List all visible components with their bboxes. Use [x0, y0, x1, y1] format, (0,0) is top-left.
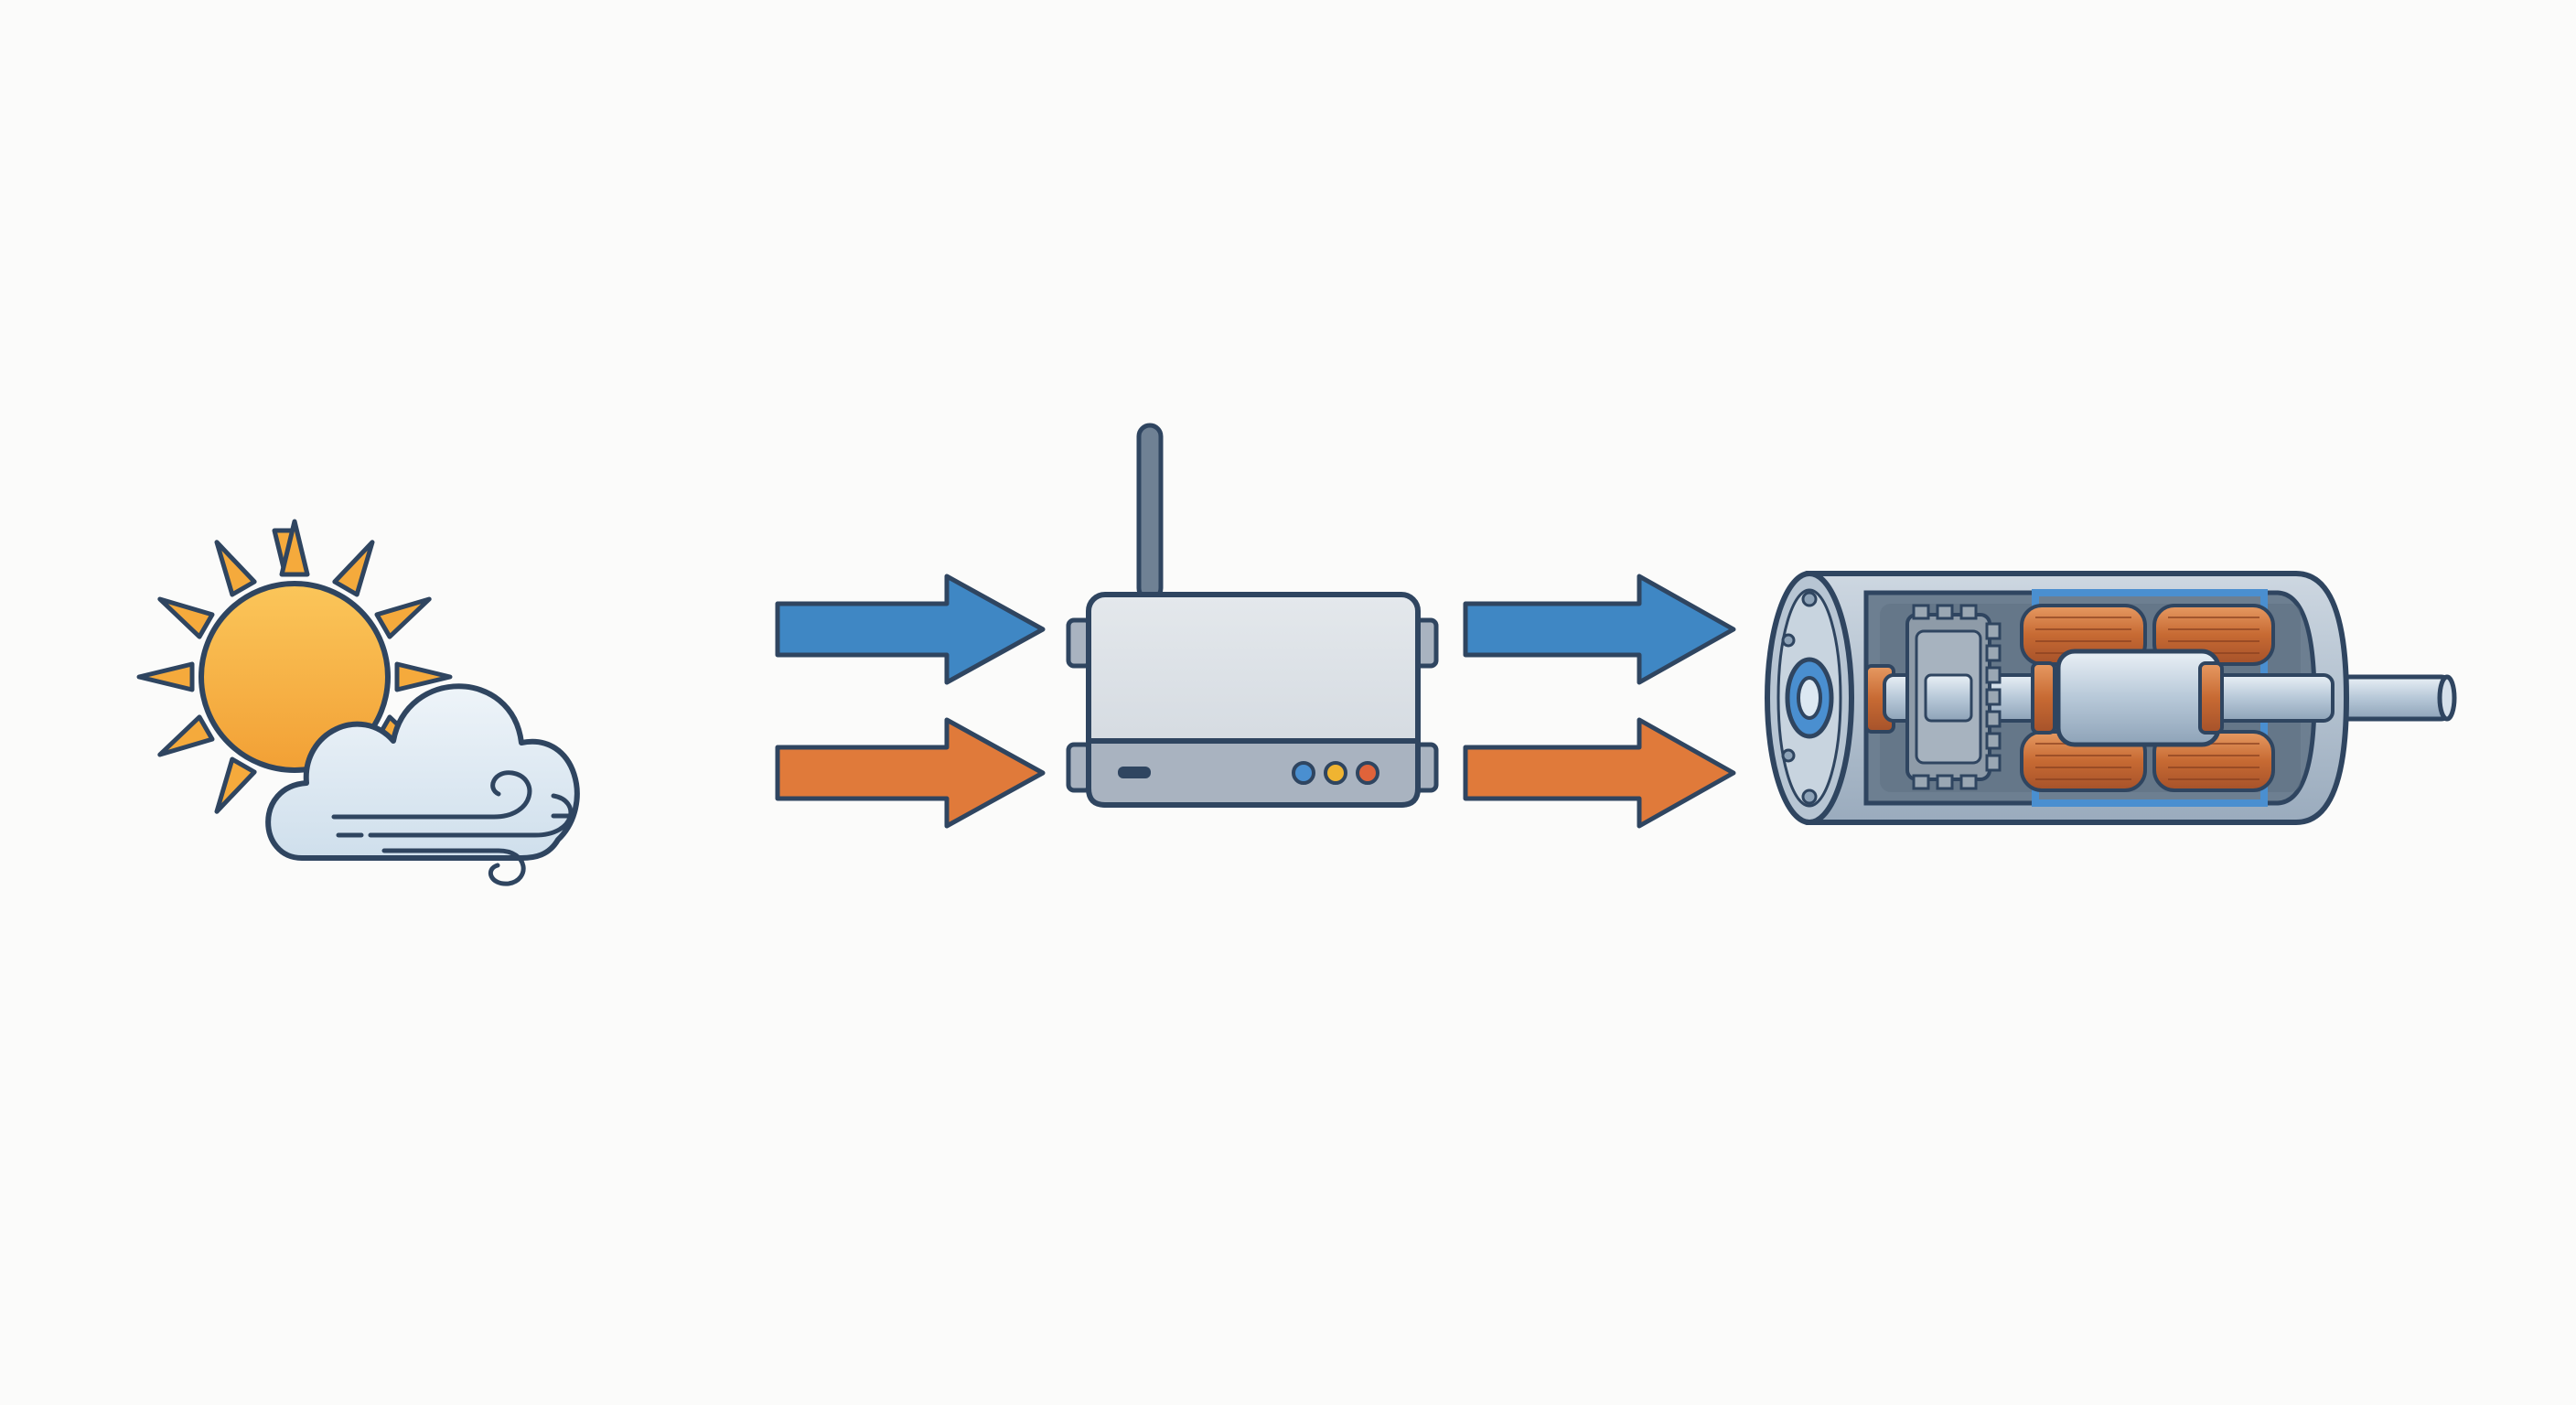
router-base	[1086, 738, 1421, 808]
router-led-yellow	[1324, 761, 1347, 785]
weather-sun-cloud-wind-icon	[136, 519, 580, 886]
wireless-router-icon	[1066, 423, 1439, 808]
router-led-blue	[1292, 761, 1315, 785]
motor-gear-icon	[1905, 604, 2002, 790]
router-led-red	[1356, 761, 1379, 785]
stator-windings	[2020, 604, 2275, 792]
wind-lines	[331, 770, 574, 886]
router-antenna	[1136, 423, 1164, 602]
arrow-blue-weather-to-gateway	[775, 574, 1046, 685]
sun-disc	[199, 581, 391, 773]
motor-rotor	[2055, 649, 2221, 747]
electric-motor-cutaway-icon	[1765, 571, 2457, 825]
arrow-orange-weather-to-gateway	[775, 717, 1046, 829]
router-port	[1118, 767, 1151, 778]
arrow-orange-gateway-to-motor	[1463, 717, 1736, 829]
arrow-blue-gateway-to-motor	[1463, 574, 1736, 685]
